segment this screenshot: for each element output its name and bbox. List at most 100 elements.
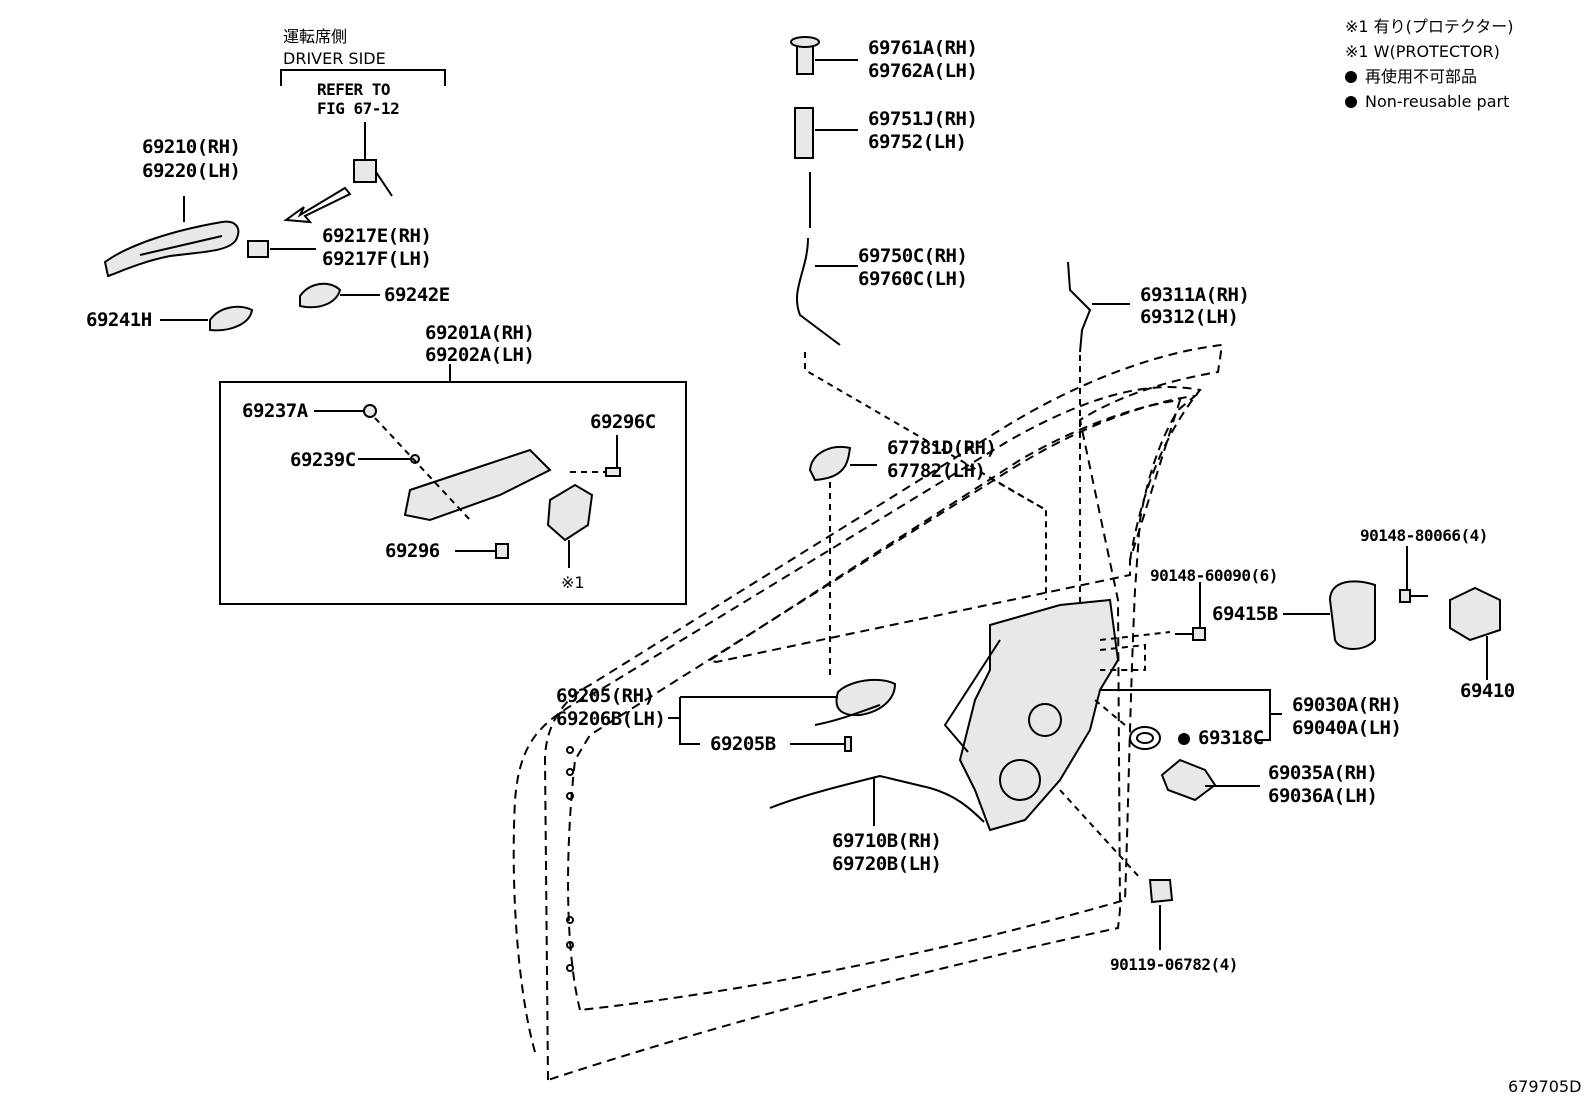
pin-icon (844, 736, 852, 752)
frame-box (219, 381, 687, 605)
leader-line (139, 235, 223, 256)
part-69242E[interactable]: 69242E (384, 284, 450, 306)
bolt-icon (363, 404, 377, 418)
part-69210[interactable]: 69210(RH) (142, 136, 241, 158)
dashed-guide (1099, 631, 1171, 641)
part-69239C[interactable]: 69239C (290, 449, 356, 471)
dashed-guide (374, 417, 471, 521)
inside-handle-bezel-icon (814, 704, 881, 726)
non-reusable-dot-icon (1345, 71, 1357, 83)
legend-line-1: ※1 有り(プロテクター) (1345, 17, 1514, 36)
part-69312[interactable]: 69312(LH) (1140, 306, 1239, 328)
non-reusable-dot-icon (1178, 733, 1190, 745)
lock-rod-icon (1067, 261, 1092, 353)
driver-side-bracket (280, 69, 446, 86)
part-69201A[interactable]: 69201A(RH) (425, 322, 535, 344)
driver-side-en: DRIVER SIDE (283, 49, 386, 68)
part-69318C[interactable]: 69318C (1178, 727, 1264, 749)
screw-icon (605, 467, 621, 477)
protector-note: ※1 (561, 573, 585, 592)
handle-pad-rear-icon (209, 305, 254, 332)
part-90148-80066[interactable]: 90148-80066(4) (1360, 526, 1488, 545)
lock-cover-icon (1160, 758, 1217, 802)
part-69217F[interactable]: 69217F(LH) (322, 248, 432, 270)
window-opening-outline (707, 398, 1182, 664)
part-number-text: 69318C (1198, 727, 1264, 749)
lock-cylinder-key-icon (375, 171, 393, 197)
link-rod-holder-icon (794, 107, 814, 159)
part-90119-06782[interactable]: 90119-06782(4) (1110, 955, 1238, 974)
door-striker-icon (1449, 586, 1501, 642)
lock-gear-icon (999, 759, 1041, 801)
door-lock-assembly-icon (958, 598, 1120, 832)
part-69761A[interactable]: 69761A(RH) (868, 37, 978, 59)
part-69241H[interactable]: 69241H (86, 309, 152, 331)
part-69036A[interactable]: 69036A(LH) (1268, 785, 1378, 807)
handle-cap-icon (247, 240, 269, 258)
part-69415B[interactable]: 69415B (1212, 603, 1278, 625)
door-hole (566, 746, 574, 754)
door-hole (566, 768, 574, 776)
dashed-guide (804, 352, 1047, 600)
part-69760C[interactable]: 69760C(LH) (858, 268, 968, 290)
lock-cable-icon (769, 774, 985, 823)
bolt-icon (1192, 627, 1206, 641)
part-67781D[interactable]: 67781D(RH) (887, 437, 997, 459)
part-69217E[interactable]: 69217E(RH) (322, 225, 432, 247)
fig-ref-label: FIG 67-12 (317, 99, 400, 118)
part-69205[interactable]: 69205(RH) (556, 685, 655, 707)
dashed-guide (1094, 699, 1126, 726)
striker-cover-icon (1328, 580, 1376, 650)
direction-arrow-icon (283, 186, 352, 224)
part-69296[interactable]: 69296 (385, 540, 440, 562)
part-90148-60090[interactable]: 90148-60090(6) (1150, 566, 1278, 585)
legend-line-3: 再使用不可部品 (1345, 64, 1477, 89)
part-69220[interactable]: 69220(LH) (142, 160, 241, 182)
lock-gear-icon (1028, 703, 1062, 737)
door-hole (566, 964, 574, 972)
non-reusable-dot-icon (1345, 96, 1357, 108)
dashed-guide (1099, 643, 1146, 671)
part-69720B[interactable]: 69720B(LH) (832, 853, 942, 875)
legend-text: Non-reusable part (1365, 92, 1510, 111)
part-69035A[interactable]: 69035A(RH) (1268, 762, 1378, 784)
cable-icon (795, 237, 841, 346)
part-69237A[interactable]: 69237A (242, 400, 308, 422)
part-69311A[interactable]: 69311A(RH) (1140, 284, 1250, 306)
handle-pad-icon (299, 282, 342, 309)
bracket-69205 (679, 697, 700, 745)
part-69040A[interactable]: 69040A(LH) (1292, 717, 1402, 739)
bolt-icon (1399, 589, 1411, 603)
part-69751J[interactable]: 69751J(RH) (868, 108, 978, 130)
part-69750C[interactable]: 69750C(RH) (858, 245, 968, 267)
lock-cylinder-icon (353, 159, 377, 183)
driver-side-jp: 運転席側 (283, 27, 348, 46)
part-69202A[interactable]: 69202A(LH) (425, 344, 535, 366)
door-panel-outline (543, 343, 1224, 1082)
door-inner-outline (567, 394, 1199, 1012)
screw-icon (495, 543, 509, 559)
part-67782[interactable]: 67782(LH) (887, 460, 986, 482)
part-69410[interactable]: 69410 (1460, 680, 1515, 702)
part-69206B[interactable]: 69206B(LH) (556, 708, 666, 730)
lock-cable-icon (943, 639, 1001, 753)
protector-icon (546, 483, 594, 542)
part-69762A[interactable]: 69762A(LH) (868, 60, 978, 82)
inside-handle-cover-icon (808, 446, 852, 482)
legend-line-4: Non-reusable part (1345, 89, 1509, 114)
legend-text: 再使用不可部品 (1365, 67, 1478, 86)
outside-handle-icon (103, 220, 240, 278)
figure-id: 679705D (1508, 1077, 1582, 1096)
part-69710B[interactable]: 69710B(RH) (832, 830, 942, 852)
door-hole (566, 916, 574, 924)
part-69752[interactable]: 69752(LH) (868, 131, 967, 153)
legend-line-2: ※1 W(PROTECTOR) (1345, 42, 1500, 61)
part-69030A[interactable]: 69030A(RH) (1292, 694, 1402, 716)
washer-icon (1129, 726, 1161, 750)
part-69205B[interactable]: 69205B (710, 733, 776, 755)
part-69296C[interactable]: 69296C (590, 411, 656, 433)
bushing-top-icon (790, 36, 820, 48)
inside-handle-icon (835, 678, 897, 717)
